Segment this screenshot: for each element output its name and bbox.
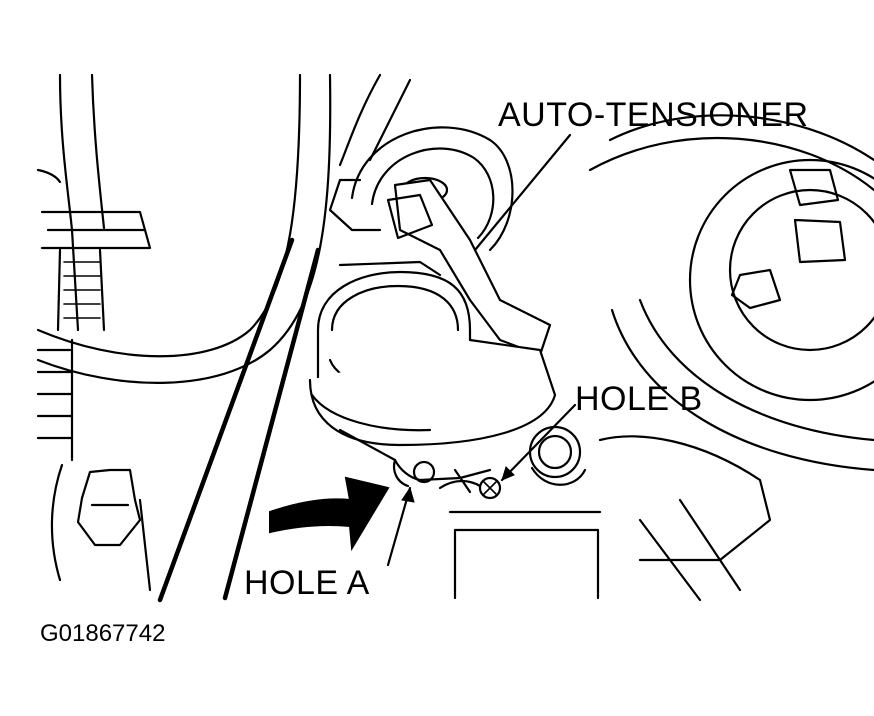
leader-hole-a-arrowhead	[401, 486, 415, 503]
leader-lines	[386, 133, 577, 567]
hole-a-label: HOLE A	[244, 564, 370, 602]
lower-housing	[448, 435, 772, 602]
hose-loop	[36, 73, 412, 384]
crank-pulley	[588, 114, 874, 472]
figure-id: G01867742	[40, 620, 166, 647]
hole-b-pin	[438, 468, 502, 500]
hole-a-marker	[412, 460, 436, 484]
hole-b-label: HOLE B	[575, 380, 703, 418]
leader-hole-b-arrowhead	[501, 466, 515, 481]
diagonal-rods	[157, 237, 321, 603]
idler-bolt	[528, 425, 587, 486]
left-harness	[36, 73, 152, 462]
mount-bracket	[338, 428, 492, 488]
leader-auto-tensioner	[473, 133, 572, 252]
tensioner-body	[308, 270, 557, 447]
left-lower-bolt	[50, 463, 152, 592]
leader-hole-b	[500, 403, 577, 482]
direction-arrow-icon	[269, 476, 390, 552]
auto-tensioner-label: AUTO-TENSIONER	[498, 96, 809, 134]
